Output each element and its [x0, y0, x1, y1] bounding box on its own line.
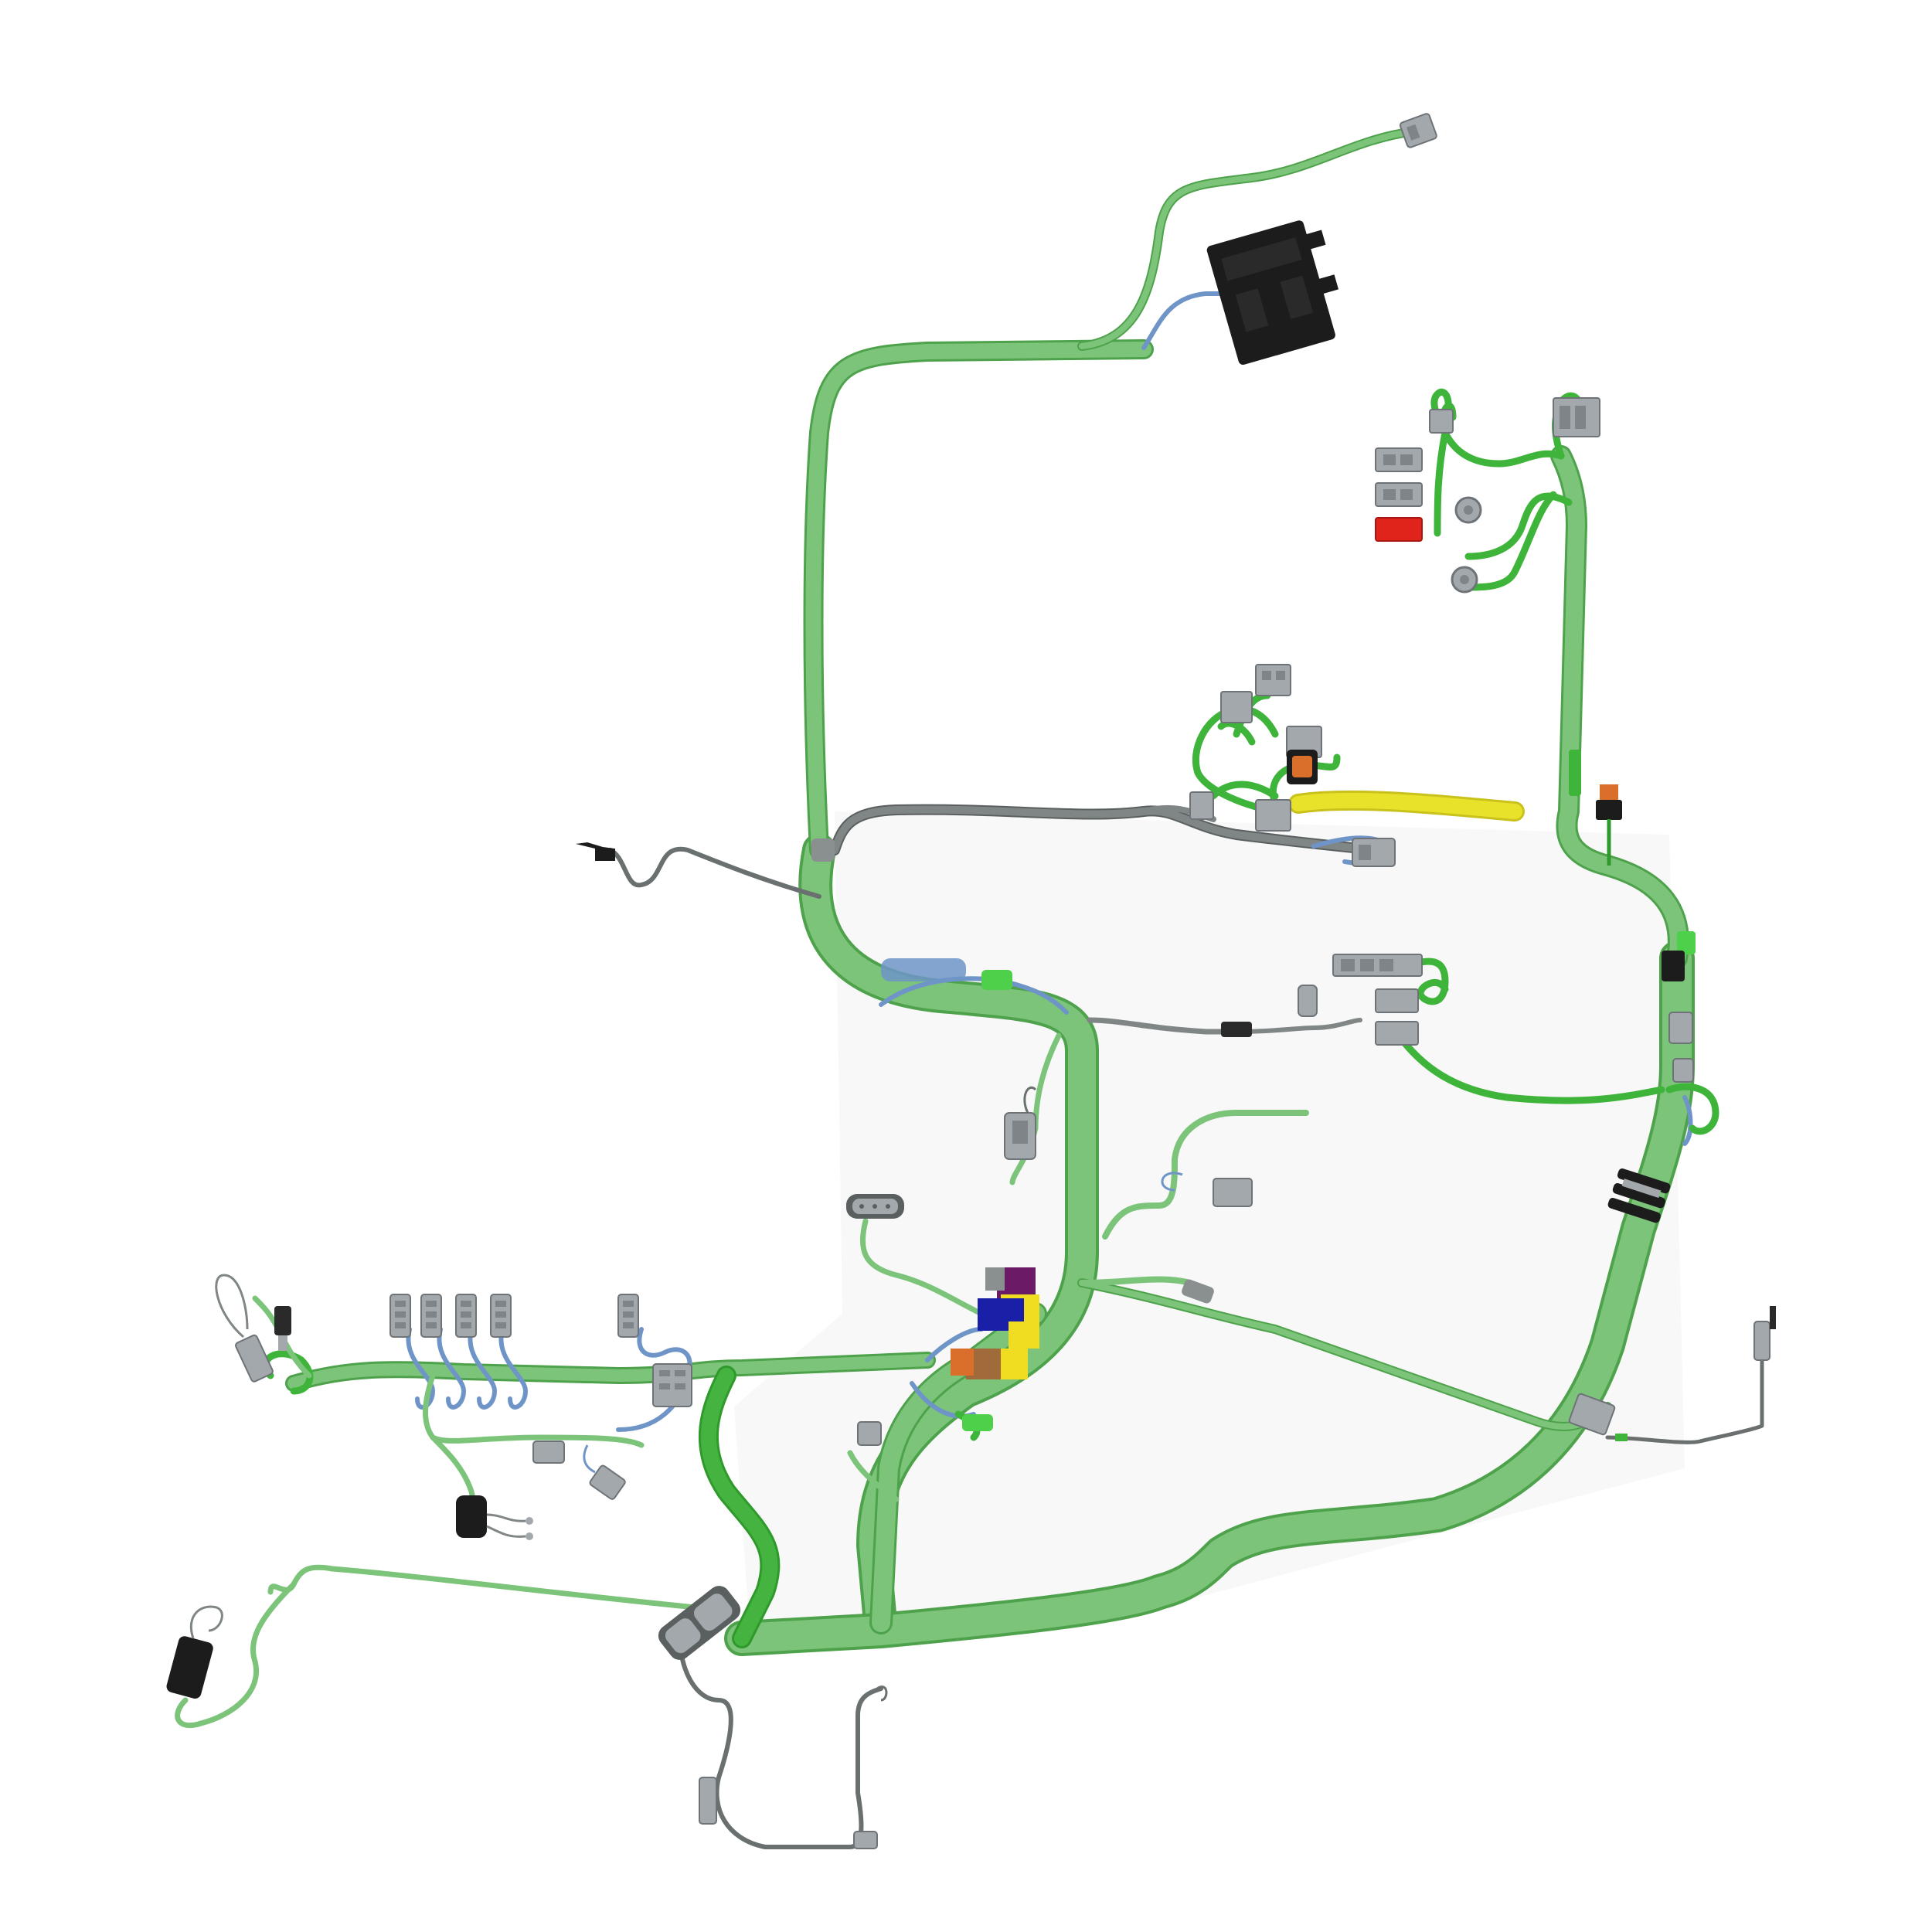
connector-icon[interactable]: [652, 1363, 692, 1407]
wire-loop-icon: [876, 1685, 888, 1702]
green-band: [1615, 1434, 1628, 1441]
connector-icon[interactable]: [857, 1421, 882, 1446]
wire-loop-icon: [1023, 1087, 1037, 1114]
connector-icon[interactable]: [455, 1294, 477, 1338]
connector-icon[interactable]: [1189, 791, 1214, 820]
blue-wires: [406, 291, 1693, 1432]
wire-loop-icon: [1161, 1172, 1183, 1192]
connector-red-icon[interactable]: [1375, 517, 1423, 542]
connector-icon[interactable]: [1553, 397, 1600, 437]
connector-icon[interactable]: [490, 1294, 512, 1338]
connector-icon[interactable]: [846, 1194, 904, 1219]
connector-icon[interactable]: [1399, 113, 1437, 148]
wire-loop-icon: [215, 1274, 249, 1338]
connector-icon[interactable]: [1668, 1012, 1693, 1044]
grommet-icon[interactable]: [1607, 1168, 1671, 1224]
connector-dark-icon[interactable]: [1221, 1022, 1252, 1037]
connector-icon[interactable]: [1298, 985, 1318, 1017]
fuse-box-icon[interactable]: [1206, 215, 1351, 366]
connector-icon[interactable]: [1332, 954, 1423, 977]
relay-block-icon[interactable]: [951, 1267, 1039, 1379]
wire-loop-icon: [189, 1605, 223, 1639]
sheath-markers: [811, 750, 1696, 1431]
connector-icon[interactable]: [1220, 691, 1253, 723]
connector-icon[interactable]: [235, 1334, 274, 1383]
connector-dark-icon[interactable]: [576, 842, 615, 861]
connector-icon[interactable]: [420, 1294, 442, 1338]
connector-orange-icon[interactable]: [1596, 784, 1622, 866]
connector-icon[interactable]: [1429, 409, 1454, 434]
connector-icon[interactable]: [1753, 1306, 1776, 1361]
connector-dark-icon[interactable]: [274, 1306, 291, 1351]
connector-dark-icon[interactable]: [456, 1495, 533, 1540]
connector-icon[interactable]: [699, 1777, 717, 1825]
connector-icon[interactable]: [389, 1294, 411, 1338]
connector-dark-icon[interactable]: [1662, 951, 1685, 981]
connector-icon[interactable]: [1352, 838, 1396, 867]
yellow-sleeve: [1288, 790, 1525, 821]
connector-icon[interactable]: [1375, 482, 1423, 507]
ground-ring-icon[interactable]: [1451, 566, 1478, 594]
connector-orange-icon[interactable]: [1287, 750, 1318, 784]
connector-icon[interactable]: [853, 1831, 878, 1849]
connector-icon[interactable]: [532, 1440, 565, 1464]
connector-icon[interactable]: [589, 1464, 626, 1500]
connector-icon[interactable]: [617, 1294, 639, 1338]
connector-icon[interactable]: [1672, 1058, 1694, 1083]
connector-icon[interactable]: [1255, 799, 1291, 832]
bright-green-branches: [262, 389, 1719, 1441]
connector-icon[interactable]: [1004, 1112, 1036, 1160]
connector-dark-icon[interactable]: [165, 1634, 215, 1699]
gray-wires: [608, 804, 1764, 1849]
connector-icon[interactable]: [654, 1581, 744, 1664]
connector-icon[interactable]: [1375, 988, 1419, 1013]
connector-icon[interactable]: [1213, 1178, 1253, 1207]
connector-icon[interactable]: [1375, 1021, 1419, 1046]
connector-icon[interactable]: [1375, 447, 1423, 472]
ground-ring-icon[interactable]: [1454, 496, 1482, 524]
wire-loop-icon: [583, 1444, 596, 1474]
connector-icon[interactable]: [1568, 1393, 1616, 1436]
connector-icon[interactable]: [1255, 664, 1291, 696]
